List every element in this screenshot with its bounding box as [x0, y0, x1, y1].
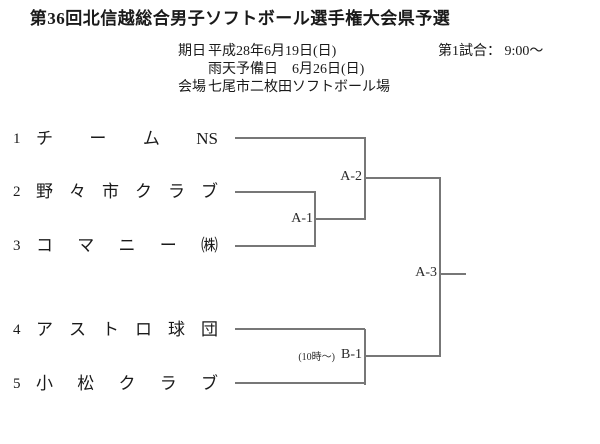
team-name: 野々市クラブ — [36, 182, 218, 202]
team-seed: 5 — [13, 376, 21, 392]
team-name-char: チ — [36, 129, 53, 148]
date-value: 平成28年6月19日(日) — [208, 44, 337, 59]
team-seed: 4 — [13, 322, 21, 338]
team-seed: 3 — [13, 238, 21, 254]
team-seed: 2 — [13, 184, 21, 200]
bracket-join-a3 — [439, 177, 441, 357]
team-name: アストロ球団 — [36, 320, 218, 340]
team-name-char: マ — [77, 236, 95, 255]
team-name-char: ク — [135, 182, 152, 201]
bracket-line-team2 — [235, 191, 316, 193]
team-name-char: 々 — [69, 182, 86, 201]
team-row-2: 2 野々市クラブ — [0, 182, 240, 202]
bracket-line-team4 — [235, 328, 365, 330]
team-name-char: ラ — [168, 182, 185, 201]
team-name-char: ム — [142, 129, 160, 148]
match-label-a2: A-2 — [340, 169, 362, 184]
team-name-char: ア — [36, 320, 53, 339]
team-name: チ ー ム NS — [36, 129, 218, 149]
page-title: 第36回北信越総合男子ソフトボール選手権大会県予選 — [29, 9, 451, 28]
team-name-char: ブ — [201, 182, 218, 201]
match-label-b1-id: B-1 — [341, 347, 362, 362]
team-name-char: ー — [89, 129, 107, 148]
match-label-b1: (10時～) B-1 — [245, 347, 362, 363]
match-time-note: (10時～) — [298, 351, 335, 363]
team-row-5: 5 小 松 ク ラ ブ — [0, 374, 240, 394]
team-name-char: NS — [196, 129, 218, 148]
team-row-1: 1 チ ー ム NS — [0, 129, 240, 149]
bracket-line-team1 — [235, 137, 365, 139]
team-name-char: 野 — [36, 182, 53, 201]
bracket-connector-a2 — [364, 177, 441, 179]
bracket-line-team5 — [235, 382, 365, 384]
venue-value: 七尾市二枚田ソフトボール場 — [208, 80, 390, 95]
match-label-a1: A-1 — [291, 211, 313, 226]
team-name-char: 小 — [36, 374, 53, 393]
team-seed: 1 — [13, 131, 21, 147]
team-name-char: ロ — [135, 320, 152, 339]
bracket-connector-b1 — [364, 355, 441, 357]
date-label: 期日 — [178, 44, 206, 59]
bracket-winner-stub-a3 — [439, 273, 466, 275]
team-name-char: 団 — [201, 320, 218, 339]
team-name-char: 松 — [77, 374, 95, 393]
team-name-char: ブ — [201, 374, 218, 393]
team-name-char: コ — [36, 236, 53, 255]
match-label-a3: A-3 — [415, 265, 437, 280]
team-name-char: 球 — [168, 320, 185, 339]
bracket-line-team3 — [235, 245, 316, 247]
first-game-time: 第1試合： 9:00～ — [438, 44, 544, 59]
team-name-char: ス — [69, 320, 86, 339]
team-row-3: 3 コ マ ニ ー ㈱ — [0, 236, 240, 256]
team-name-char: ㈱ — [201, 236, 218, 255]
team-name: 小松クラブ — [36, 374, 218, 394]
team-name-char: ニ — [118, 236, 136, 255]
venue-label: 会場 — [178, 80, 206, 95]
team-row-4: 4 アストロ球団 — [0, 320, 240, 340]
team-name-char: ー — [159, 236, 177, 255]
team-name-char: ク — [118, 374, 136, 393]
rain-date: 雨天予備日 6月26日(日) — [208, 62, 365, 77]
bracket-connector-a1 — [314, 218, 366, 220]
bracket-join-b1 — [364, 329, 366, 385]
team-name-char: ト — [102, 320, 119, 339]
team-name: コ マ ニ ー ㈱ — [36, 236, 218, 256]
team-name-char: ラ — [159, 374, 177, 393]
team-name-char: 市 — [102, 182, 119, 201]
